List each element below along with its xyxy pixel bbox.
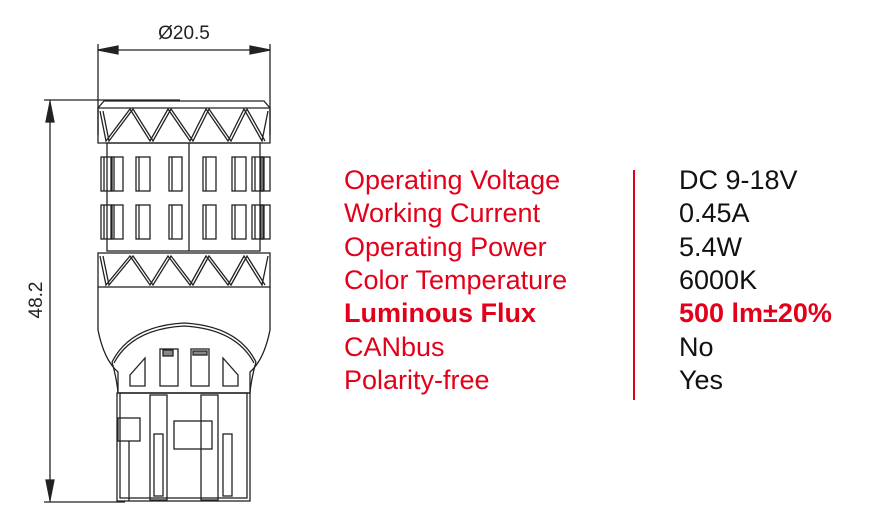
led-chip bbox=[202, 156, 217, 192]
spec-value: 0.45A bbox=[679, 198, 750, 229]
spec-value: 500 lm±20% bbox=[679, 298, 832, 329]
base-body bbox=[97, 287, 271, 394]
led-chip bbox=[135, 204, 151, 240]
spec-label: Color Temperature bbox=[344, 264, 568, 295]
diameter-label: Ø20.5 bbox=[158, 23, 210, 44]
spec-label: Operating Power bbox=[344, 231, 547, 262]
spec-label: Polarity-free bbox=[344, 364, 490, 395]
spec-value: 6000K bbox=[679, 264, 758, 295]
led-band bbox=[100, 142, 271, 252]
lower-ring bbox=[97, 252, 271, 288]
led-chip bbox=[251, 204, 264, 240]
led-chip bbox=[260, 204, 271, 240]
led-chip bbox=[202, 204, 217, 240]
led-chip bbox=[231, 204, 247, 240]
wedge-base bbox=[116, 392, 251, 502]
led-chip bbox=[110, 204, 124, 240]
led-chip bbox=[260, 156, 271, 192]
spec-value: DC 9-18V bbox=[679, 165, 798, 195]
led-chip bbox=[168, 156, 183, 192]
height-dimension bbox=[44, 99, 180, 503]
spec-label: Operating Voltage bbox=[344, 165, 561, 195]
spec-label: CANbus bbox=[344, 331, 445, 362]
spec-divider bbox=[633, 170, 635, 400]
led-chip bbox=[251, 156, 264, 192]
spec-value: No bbox=[679, 331, 714, 362]
led-chip bbox=[100, 204, 113, 240]
led-chip bbox=[100, 156, 113, 192]
spec-value: 5.4W bbox=[679, 231, 743, 262]
top-cap bbox=[97, 100, 271, 144]
spec-label: Luminous Flux bbox=[344, 298, 536, 329]
spec-label: Working Current bbox=[344, 198, 541, 229]
spec-value: Yes bbox=[679, 364, 724, 395]
led-chip bbox=[231, 156, 247, 192]
led-chip bbox=[168, 204, 183, 240]
led-chip bbox=[110, 156, 124, 192]
led-chip bbox=[135, 156, 151, 192]
height-label: 48.2 bbox=[26, 282, 47, 319]
